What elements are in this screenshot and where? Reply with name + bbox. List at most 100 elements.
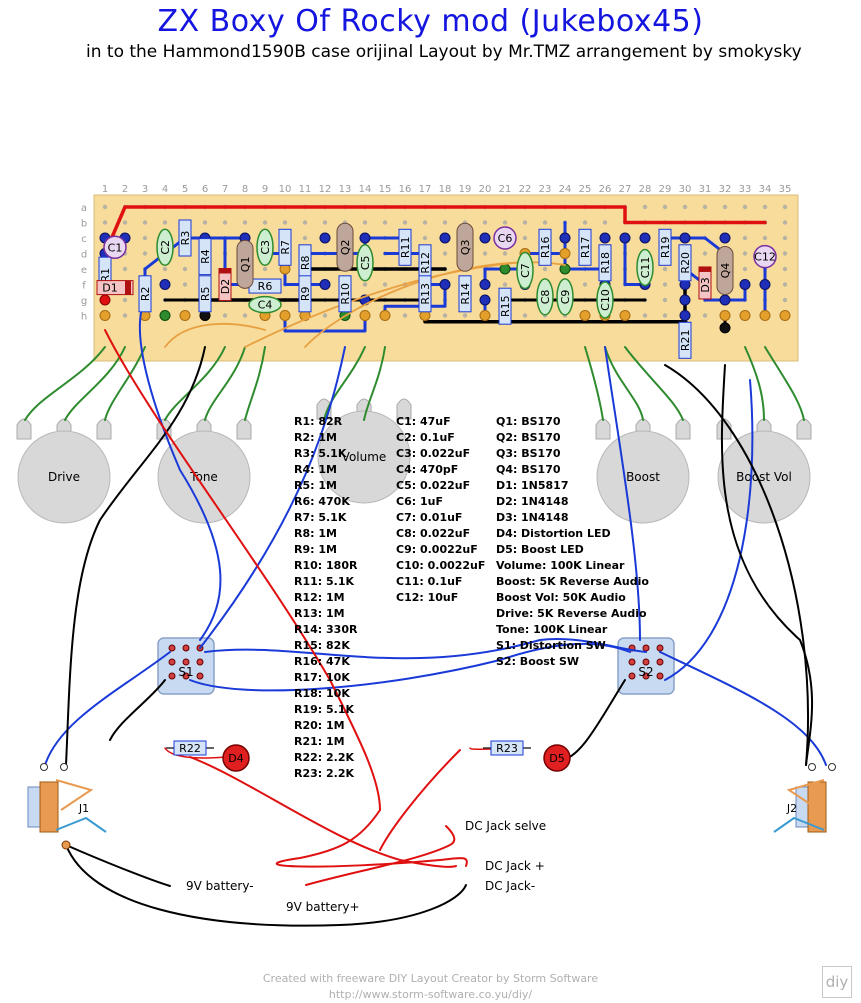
resistor — [198, 275, 212, 313]
column-label: 10 — [279, 184, 292, 195]
bom-item: R23: 2.2K — [294, 767, 355, 780]
board-hole — [442, 220, 448, 225]
bom-item: R18: 10K — [294, 687, 350, 700]
resistor-label: R19 — [659, 236, 672, 258]
switch-lug — [628, 658, 636, 666]
bom-item: R19: 5.1K — [294, 703, 355, 716]
board-hole — [422, 220, 428, 225]
resistor-label: R14 — [459, 283, 472, 305]
resistor — [338, 275, 352, 313]
bom-item: R11: 5.1K — [294, 575, 355, 588]
resistor-label: R17 — [579, 236, 592, 258]
board-hole — [182, 282, 188, 287]
resistor-label: R5 — [199, 286, 212, 301]
wire-green — [584, 346, 604, 421]
board-hole — [662, 297, 668, 303]
board-hole — [222, 220, 228, 225]
resistor — [278, 228, 292, 266]
board-hole — [662, 266, 668, 272]
board-hole — [362, 282, 368, 287]
board-hole — [162, 266, 168, 272]
pad-trace — [439, 279, 451, 290]
potentiometer — [596, 430, 690, 524]
pad-trace — [559, 232, 571, 244]
pad — [739, 310, 751, 321]
column-label: 5 — [182, 184, 188, 195]
bom-item: D4: Distortion LED — [496, 527, 611, 540]
pot-lug — [96, 418, 112, 440]
row-label: b — [81, 219, 87, 230]
diy-logo: diy — [822, 966, 852, 998]
pot-lug — [236, 418, 252, 440]
pot-label: Drive — [48, 470, 80, 484]
bom-item: R6: 470K — [294, 495, 350, 508]
led-label: D4 — [228, 752, 243, 765]
jack-lug — [61, 840, 71, 850]
bom-item: R21: 1M — [294, 735, 345, 748]
resistor — [538, 228, 552, 266]
wire-green — [604, 346, 644, 421]
jack-tip-spring — [55, 779, 94, 811]
board-hole — [122, 313, 128, 318]
column-label: 16 — [399, 184, 412, 195]
column-label: 21 — [499, 184, 512, 195]
board-hole — [302, 235, 308, 241]
resistor-label: R2 — [139, 286, 152, 301]
footer-url[interactable]: http://www.storm-software.co.yu/diy/ — [328, 988, 533, 1001]
resistor-label: R8 — [299, 255, 312, 270]
board-hole — [322, 220, 328, 225]
resistor-label: R9 — [299, 286, 312, 301]
electrolytic-capacitor — [493, 226, 517, 250]
switch-lug — [196, 658, 204, 666]
label-dc-plus: DC Jack + — [485, 859, 545, 873]
capacitor-label: C2 — [159, 240, 172, 255]
board-hole — [162, 220, 168, 225]
pot-label: Volume — [342, 450, 387, 464]
board-hole — [142, 220, 148, 225]
pot-label: Boost Vol — [736, 470, 792, 484]
transistor-label: Q4 — [719, 263, 732, 279]
resistor-label: R12 — [419, 252, 432, 274]
board-hole — [442, 313, 448, 318]
pad — [279, 310, 291, 321]
board-hole — [122, 266, 128, 272]
wire-black — [65, 844, 171, 887]
jack-sleeve-spring — [55, 816, 107, 833]
capacitor-label: C11 — [639, 257, 652, 279]
wire-green — [764, 346, 805, 421]
capacitor-label: C10 — [599, 289, 612, 311]
wire-black — [664, 364, 810, 766]
pad — [379, 310, 391, 321]
board-hole — [402, 313, 408, 318]
pad-trace — [359, 232, 371, 244]
resistor — [578, 228, 592, 266]
diode — [96, 280, 134, 296]
bom-item: Drive: 5K Reverse Audio — [496, 607, 647, 620]
resistor-label: R23 — [496, 742, 518, 755]
row-label: e — [81, 265, 87, 276]
potentiometer — [317, 410, 411, 504]
bom-resistors: R1: 82R R2: 1M R3: 5.1K R4: 1M R5: 1M R6… — [294, 414, 357, 782]
pad-trace — [679, 294, 691, 306]
board-hole — [522, 313, 528, 318]
jack-nut — [27, 786, 41, 828]
board-hole — [702, 204, 708, 210]
pad-trace — [719, 232, 731, 244]
wire-green — [363, 346, 386, 421]
transistor — [236, 239, 254, 289]
pad — [479, 310, 491, 321]
wire-red — [189, 756, 457, 868]
resistor-label: R6 — [258, 280, 273, 293]
trace-10 — [623, 236, 647, 286]
bom-item: C7: 0.01uF — [396, 511, 463, 524]
board-hole — [502, 282, 508, 287]
board-hole — [482, 251, 488, 256]
transistor — [716, 246, 734, 296]
board-hole — [422, 235, 428, 241]
pad-trace — [759, 279, 771, 290]
board-hole — [722, 204, 728, 210]
pad — [619, 310, 631, 321]
